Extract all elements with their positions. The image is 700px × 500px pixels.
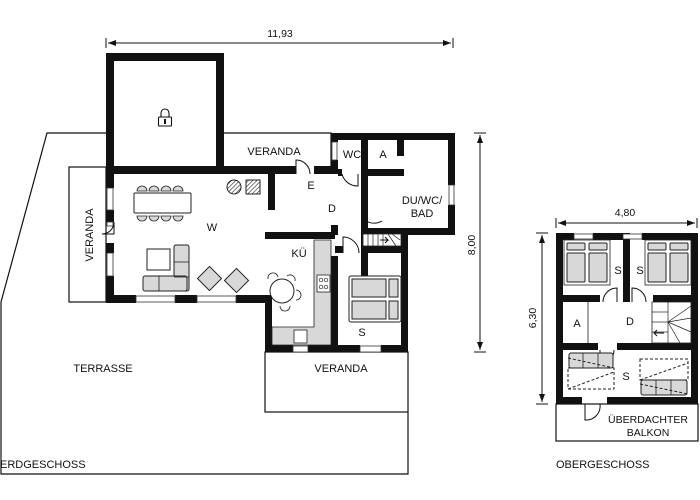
upper-label-balcony: ÜBERDACHTER: [608, 414, 688, 426]
terrace-outline: [0, 132, 409, 475]
upper-floor-title: OBERGESCHOSS: [556, 459, 650, 471]
upper-window-2: [622, 233, 643, 240]
lock-icon: [157, 108, 173, 127]
depth-dimension-ground: 8,00: [466, 132, 486, 353]
upper-label-bedroom-right: S: [636, 265, 643, 277]
doors-ground: [101, 159, 383, 254]
upper-bedroom-left-door[interactable]: [602, 287, 618, 303]
armchair-1: [196, 265, 223, 292]
room-label-bath-line2: BAD: [411, 208, 434, 220]
square-stove-icon: [245, 179, 261, 195]
main-walls: [106, 133, 455, 352]
bath-door[interactable]: [365, 205, 383, 224]
upper-width-label: 4,80: [615, 207, 636, 219]
room-label-wc: WC: [343, 149, 361, 161]
width-dimension-ground: 11,93: [105, 28, 454, 48]
upper-bedroom-right-door[interactable]: [631, 287, 647, 303]
stove-icon: [316, 274, 331, 293]
bedroom-door[interactable]: [342, 236, 360, 254]
upper-label-bedroom-bottom: S: [622, 371, 629, 383]
upper-label-bedroom-left: S: [614, 265, 621, 277]
balcony-door[interactable]: [584, 403, 601, 421]
locked-storage-walls: [106, 53, 224, 173]
upper-window-1: [573, 233, 594, 240]
room-label-living: W: [207, 222, 218, 234]
depth-dimension-upper: 6,30: [527, 232, 548, 405]
chairs-bottom: [136, 215, 184, 222]
veranda-left-door[interactable]: [101, 221, 115, 235]
upper-label-hall: D: [626, 316, 634, 328]
depth-dimension-label: 8,00: [466, 235, 478, 256]
ground-floor-plan: 11,93 8,00: [0, 28, 486, 475]
room-label-hall: D: [328, 203, 336, 215]
double-bed-ground: [348, 275, 402, 323]
width-dimension-label: 11,93: [267, 28, 293, 40]
room-label-a: A: [379, 149, 387, 161]
sink-icon: [293, 329, 308, 344]
round-stove-icon: [226, 179, 242, 195]
beds-upper-left: [563, 239, 611, 286]
round-table: [267, 272, 302, 312]
wc-door[interactable]: [341, 173, 359, 187]
room-label-kitchen: KÜ: [291, 248, 306, 260]
upper-depth-label: 6,30: [527, 308, 539, 329]
room-label-terrace: TERRASSE: [73, 363, 132, 375]
dining-table: [133, 185, 192, 222]
kitchen-counter: [271, 239, 332, 346]
armchair-2: [223, 267, 250, 294]
upper-label-a: A: [573, 318, 581, 330]
upper-walls: [556, 233, 698, 404]
beds-upper-right: [644, 239, 692, 286]
living-room-sofa: [142, 244, 190, 292]
room-label-bath: DU/WC/: [402, 195, 443, 207]
room-label-veranda-top: VERANDA: [247, 146, 301, 158]
room-label-veranda-left: VERANDA: [84, 208, 96, 262]
stairs-upper: [651, 301, 692, 344]
stairs-ground: [362, 233, 402, 247]
sofa-beds-upper: [567, 352, 689, 396]
chairs-top: [136, 185, 184, 192]
room-label-veranda-bottom: VERANDA: [314, 363, 368, 375]
room-label-entrance: E: [307, 180, 314, 192]
room-label-bedroom: S: [358, 327, 365, 339]
veranda-bottom-outline: [264, 351, 409, 413]
upper-label-balcony-line2: BALKON: [627, 427, 670, 439]
upper-floor-plan: 4,80 6,30: [527, 207, 699, 471]
windows-ground: [106, 141, 455, 353]
entrance-door[interactable]: [295, 159, 311, 175]
width-dimension-upper: 4,80: [555, 207, 698, 228]
ground-floor-title: ERDGESCHOSS: [0, 459, 86, 471]
